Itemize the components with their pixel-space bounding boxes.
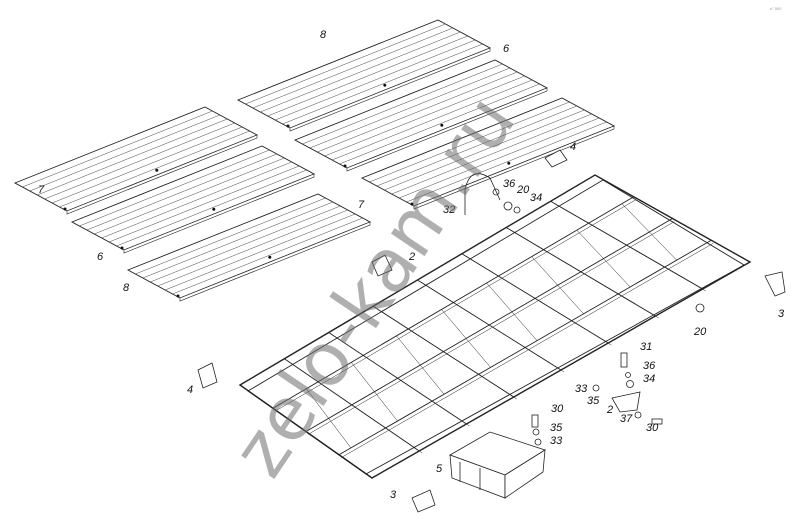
callout-34: 34	[643, 373, 655, 385]
callout-2: 2	[606, 404, 613, 416]
bracket-3-bottom	[411, 489, 436, 513]
floor-panel	[126, 193, 372, 302]
callout-33: 33	[575, 383, 588, 395]
floor-panel	[13, 106, 259, 215]
nut-37	[634, 411, 642, 419]
callout-30: 30	[646, 422, 659, 434]
bracket-2-right	[611, 391, 641, 413]
callout-35: 35	[550, 422, 563, 434]
floor-panel	[70, 145, 316, 254]
nut-33-mid	[534, 438, 542, 446]
callout-7: 7	[358, 199, 365, 211]
callout-2: 2	[408, 251, 415, 263]
u-bolt-32	[464, 173, 501, 215]
callout-20: 20	[516, 184, 530, 196]
corner-mark: s° 000	[770, 6, 782, 11]
callout-34: 34	[530, 192, 542, 204]
callout-36: 36	[503, 178, 516, 190]
chassis-frame	[238, 174, 752, 479]
callout-3: 3	[778, 308, 785, 320]
callout-20: 20	[693, 326, 707, 338]
bracket-4-top	[544, 149, 568, 168]
callout-4: 4	[570, 141, 576, 153]
nut-36	[625, 372, 631, 378]
washer-34	[626, 380, 634, 388]
floor-panels	[13, 19, 616, 302]
bolt-30-mid	[531, 414, 539, 428]
washer-34-top	[513, 206, 521, 214]
floor-panel	[293, 59, 549, 172]
callout-30: 30	[551, 403, 564, 415]
callout-35: 35	[587, 395, 600, 407]
floor-panel	[360, 97, 616, 210]
callout-36: 36	[643, 360, 656, 372]
washer-20	[695, 303, 705, 313]
bolt-30-right	[651, 418, 663, 425]
storage-box	[449, 431, 546, 499]
callout-7: 7	[38, 184, 45, 196]
bolt-31	[620, 352, 628, 368]
callout-8: 8	[320, 29, 327, 41]
bracket-4-left	[197, 362, 218, 389]
callout-33: 33	[550, 435, 563, 447]
callout-4: 4	[187, 384, 193, 396]
washer-20-top	[503, 201, 513, 211]
callout-8: 8	[123, 282, 130, 294]
bracket-2-top	[371, 254, 393, 277]
washer-35	[532, 428, 540, 436]
callout-6: 6	[97, 251, 104, 263]
callout-3: 3	[390, 489, 397, 501]
callout-5: 5	[436, 463, 443, 475]
floor-panel	[236, 19, 492, 132]
callout-6: 6	[503, 43, 510, 55]
callout-31: 31	[640, 341, 652, 353]
callout-37: 37	[620, 413, 633, 425]
callout-32: 32	[443, 204, 455, 216]
small-parts	[197, 149, 786, 513]
nut-33	[592, 384, 600, 392]
bracket-3-right	[764, 271, 786, 297]
